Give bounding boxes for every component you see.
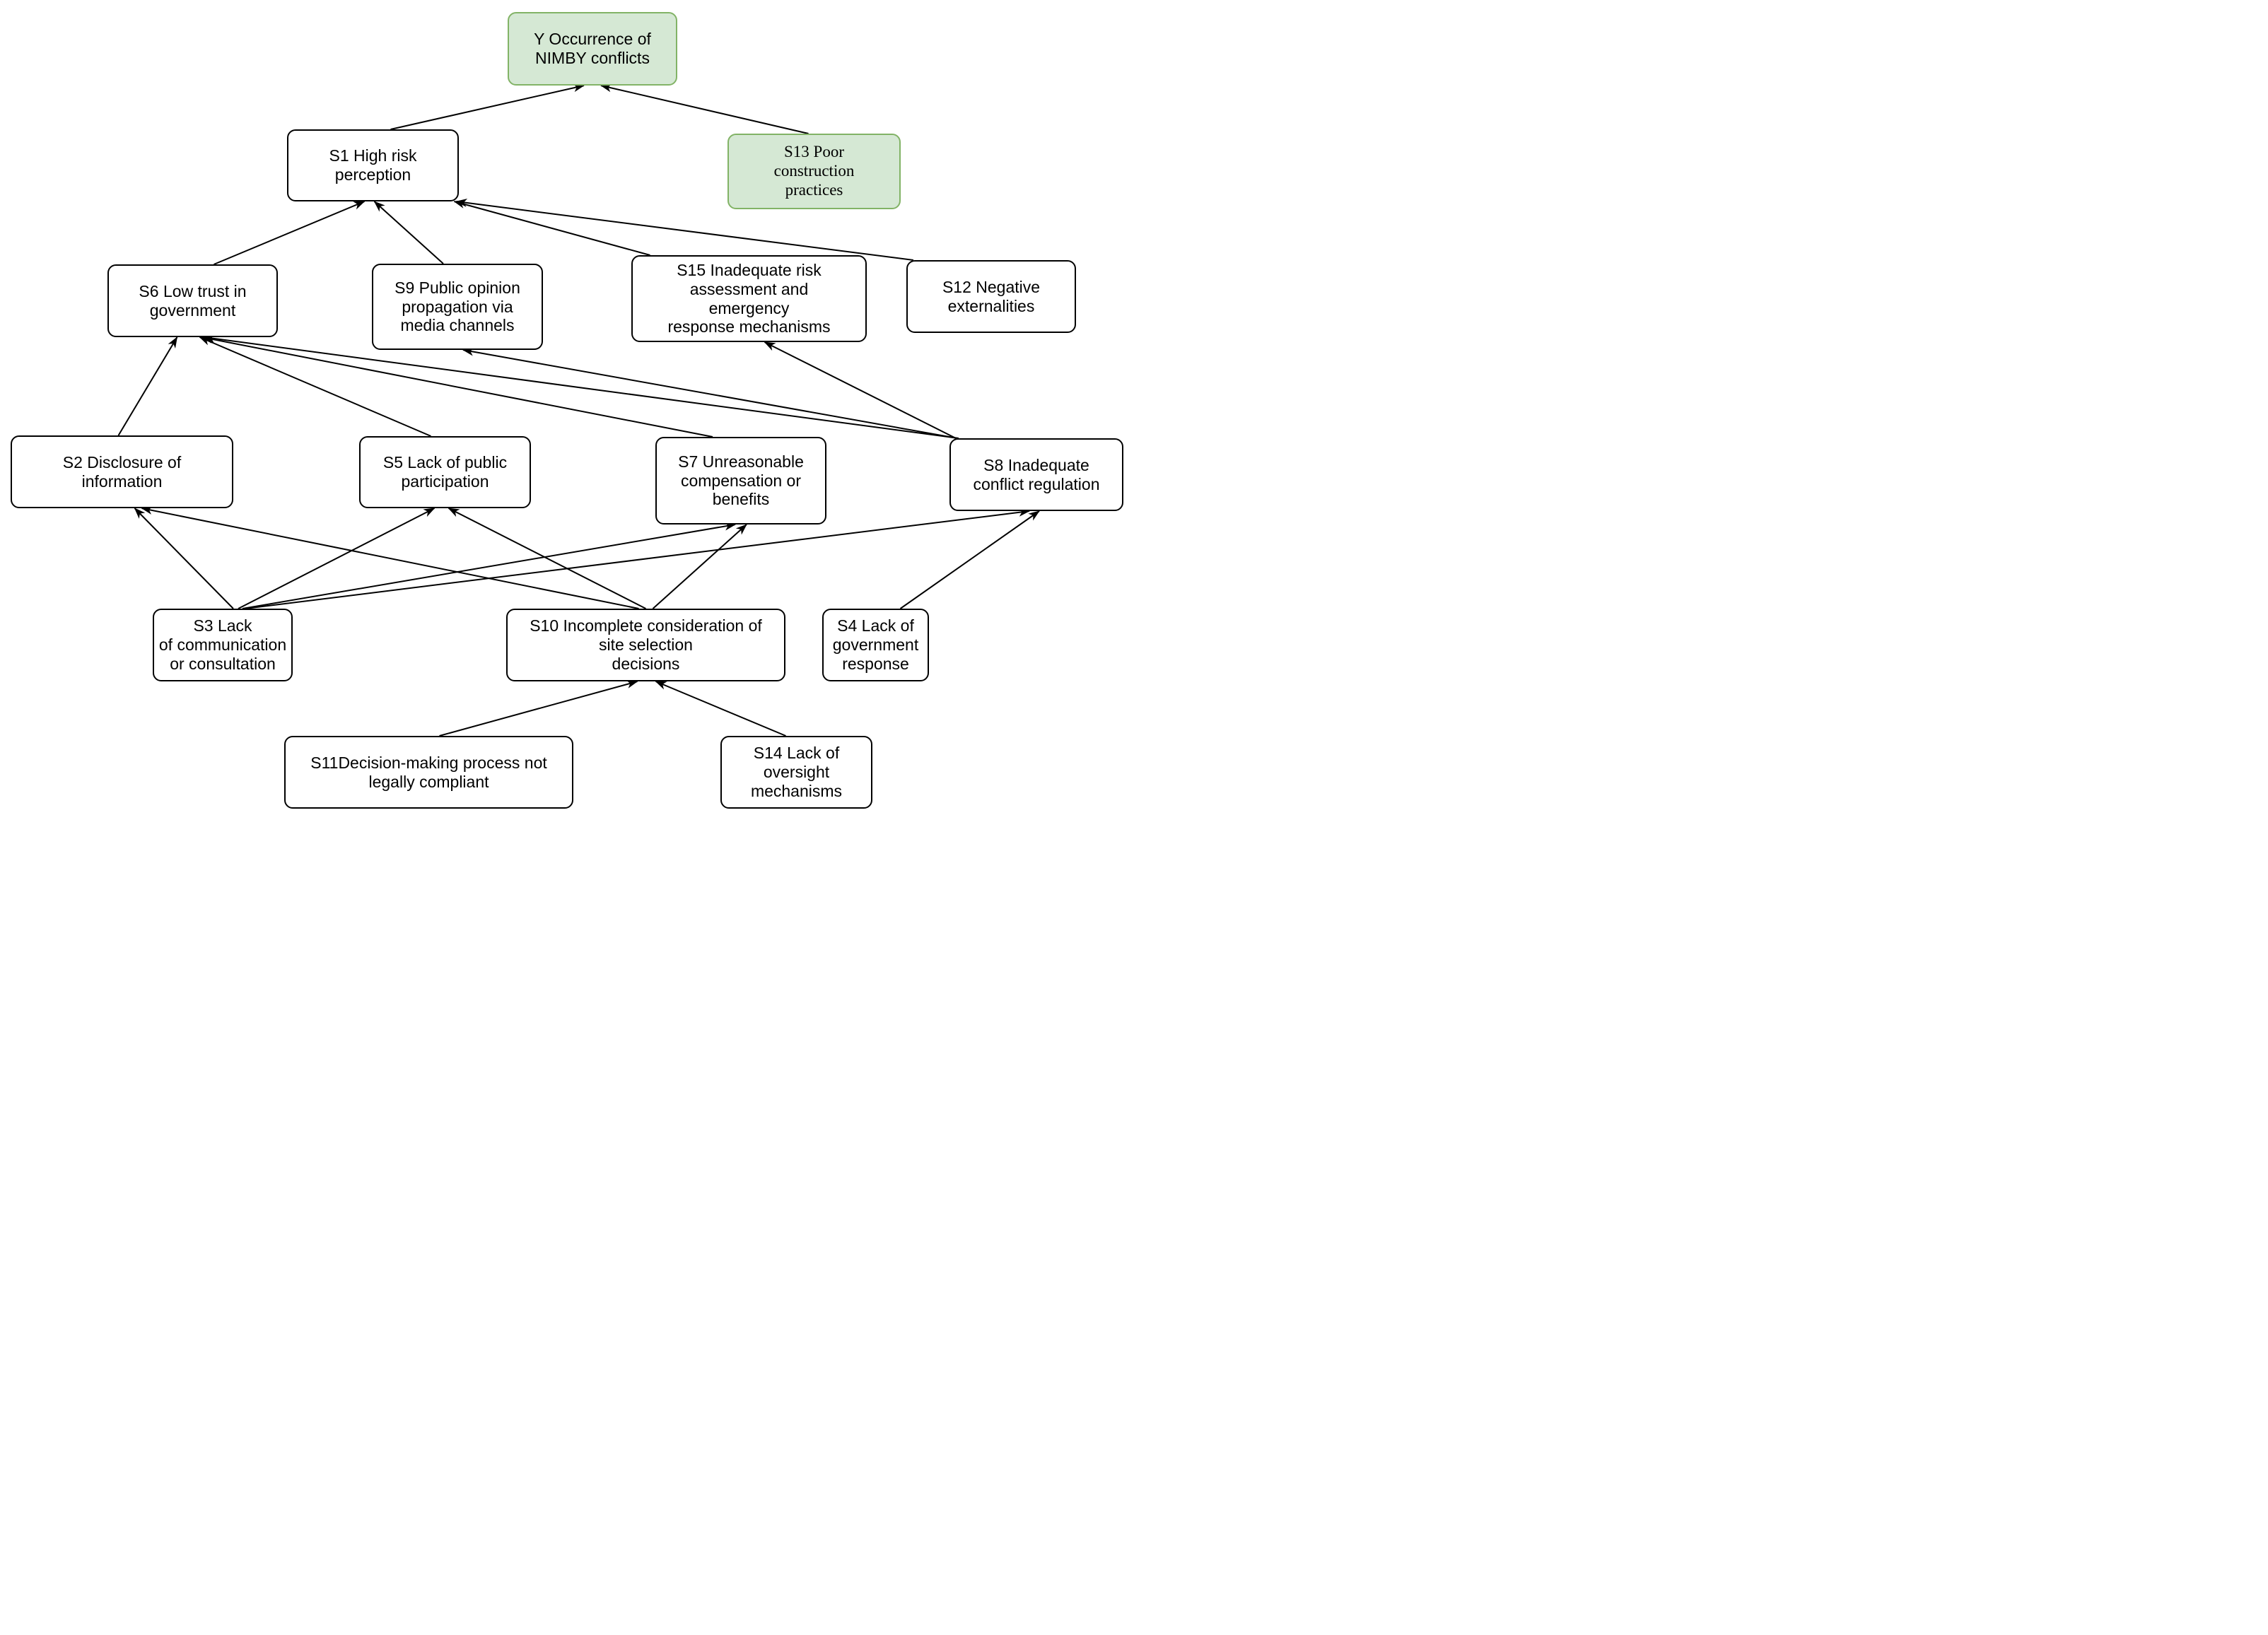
- edge-s8-to-s15: [764, 341, 957, 439]
- edge-s6-to-s1: [214, 201, 366, 265]
- edge-s3-to-s5: [238, 508, 436, 609]
- edge-s10-to-s2: [141, 506, 639, 609]
- edge-s14-to-s10: [655, 681, 786, 737]
- edge-s8-to-s6: [203, 334, 959, 439]
- edge-layer: [117, 83, 1040, 737]
- edge-s11-to-s10: [439, 680, 638, 737]
- edge-s1-to-y: [390, 83, 585, 130]
- edge-s13-to-y: [600, 83, 809, 134]
- edge-s12-to-s1: [455, 198, 914, 261]
- edge-s10-to-s7: [652, 524, 747, 609]
- edge-s3-to-s8: [245, 508, 1030, 609]
- edge-s2-to-s6: [117, 336, 178, 436]
- edge-s9-to-s1: [373, 201, 444, 264]
- edge-s3-to-s7: [242, 522, 736, 609]
- edge-s15-to-s1: [453, 200, 650, 256]
- edge-s10-to-s5: [448, 508, 646, 609]
- edge-s3-to-s2: [134, 508, 234, 609]
- edge-s5-to-s6: [199, 336, 431, 437]
- edge-s7-to-s6: [201, 334, 713, 438]
- edge-s8-to-s9: [462, 347, 958, 439]
- edge-s4-to-s8: [899, 510, 1040, 609]
